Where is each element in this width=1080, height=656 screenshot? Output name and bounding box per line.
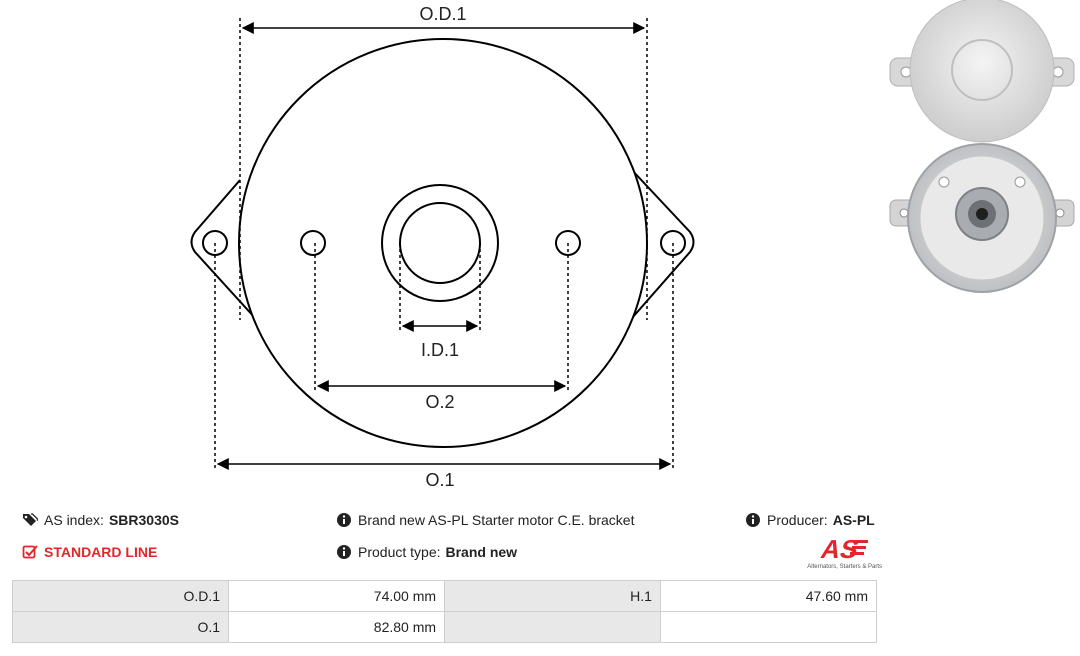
- label-o2: O.2: [425, 392, 454, 412]
- as-index-row: AS index: SBR3030S: [22, 512, 179, 528]
- spec-label: H.1: [444, 580, 661, 612]
- svg-text:AS: AS: [818, 534, 862, 563]
- label-od1: O.D.1: [419, 4, 466, 24]
- standard-line-text: STANDARD LINE: [44, 544, 158, 560]
- table-row: O.D.1 74.00 mm H.1 47.60 mm: [11, 580, 878, 612]
- producer-value: AS-PL: [832, 512, 875, 528]
- info-icon: [337, 513, 351, 527]
- bracket-left-lug: [190, 179, 256, 319]
- photo-back: [889, 143, 1075, 293]
- table-row: O.1 82.80 mm: [11, 611, 878, 643]
- spec-value: 47.60 mm: [659, 580, 878, 612]
- info-icon: [337, 545, 351, 559]
- producer-row: Producer: AS-PL: [745, 512, 875, 528]
- description-row: Brand new AS-PL Starter motor C.E. brack…: [336, 512, 635, 528]
- extension-lines: [214, 18, 674, 468]
- bracket-right-lug: [629, 167, 695, 319]
- info-icon: [746, 513, 760, 527]
- spec-value: 74.00 mm: [228, 580, 446, 612]
- as-index-label: AS index:: [44, 512, 104, 528]
- photo-front: [889, 0, 1075, 143]
- spec-label: [444, 611, 661, 643]
- center-boss-outer: [381, 184, 499, 302]
- label-o1: O.1: [425, 470, 454, 490]
- checkbox-icon: [22, 545, 38, 559]
- product-photos: [889, 0, 1075, 293]
- as-index-value: SBR3030S: [108, 512, 179, 528]
- spec-label: O.1: [11, 611, 230, 643]
- svg-text:Alternators, Starters & Parts: Alternators, Starters & Parts: [807, 564, 882, 570]
- product-type-label: Product type:: [358, 544, 441, 560]
- standard-line-row: STANDARD LINE: [22, 544, 157, 560]
- description-text: Brand new AS-PL Starter motor C.E. brack…: [358, 512, 635, 528]
- spec-value: [659, 611, 878, 643]
- dimension-arrows: [216, 22, 672, 470]
- spec-value: 82.80 mm: [228, 611, 446, 643]
- spec-label: O.D.1: [11, 580, 230, 612]
- specs-table: O.D.1 74.00 mm H.1 47.60 mm O.1 82.80 mm: [11, 580, 878, 643]
- producer-label: Producer:: [767, 512, 828, 528]
- product-type-value: Brand new: [445, 544, 518, 560]
- tags-icon: [23, 513, 38, 526]
- product-type-row: Product type: Brand new: [336, 544, 517, 560]
- bracket-diagram: O.D.1 I.D.1 O.2 O.1: [190, 4, 695, 490]
- label-id1: I.D.1: [421, 340, 459, 360]
- left-mount-hole: [300, 230, 326, 256]
- as-pl-logo: AS Alternators, Starters & Parts: [807, 534, 882, 570]
